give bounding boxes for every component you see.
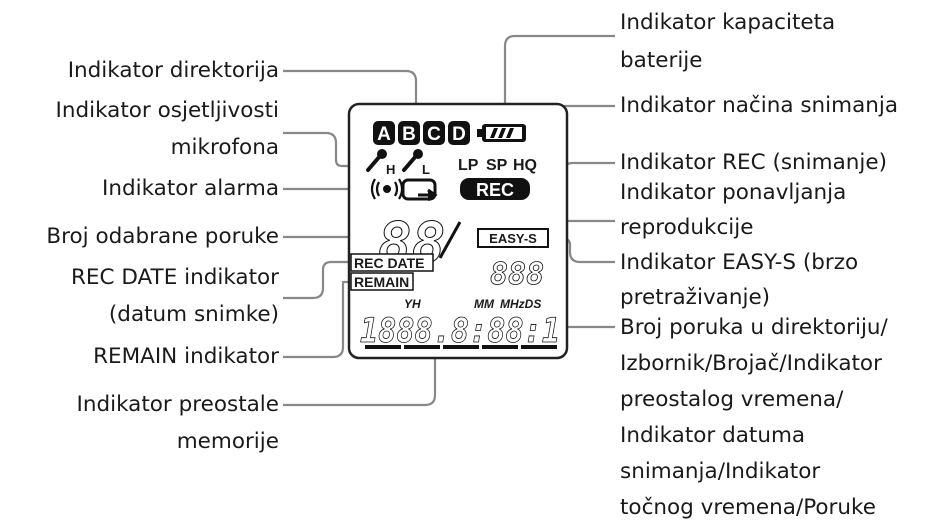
label-counter-1: Broj poruka u direktoriju/: [620, 315, 888, 340]
dir-letter-d: D: [452, 124, 466, 145]
easy-s-indicator: EASY-S: [477, 228, 549, 248]
rec-text: REC: [476, 180, 514, 200]
label-mic-2: mikrofona: [170, 135, 279, 160]
label-recording-mode: Indikator načina snimanja: [620, 93, 899, 118]
leader-dir: [283, 69, 418, 118]
lcd-hq: HQ: [513, 157, 537, 174]
dir-letter-a: A: [377, 124, 391, 145]
lcd-sp: SP: [486, 157, 508, 174]
memory-bars: [365, 345, 557, 349]
remain-text: REMAIN: [354, 274, 409, 290]
leader-recdate: [283, 260, 350, 300]
lcd-panel: A B C D H L LP SP HQ: [347, 102, 569, 360]
slash-mark: [438, 221, 462, 259]
mic-high-letter: H: [386, 162, 395, 177]
label-counter-6: točnog vremena/Poruke: [620, 495, 876, 520]
rec-date-text: REC DATE: [354, 255, 425, 271]
label-repeat-2: reprodukcije: [620, 215, 754, 240]
unit-mhzds: MHzDS: [500, 297, 541, 311]
label-remain: REMAIN indikator: [93, 344, 279, 369]
rec-indicator: REC: [460, 178, 530, 200]
label-rec-date-2: (datum snimke): [108, 302, 279, 327]
label-easy-s-2: pretraživanje): [620, 285, 771, 310]
leader-mic: [283, 131, 365, 168]
dir-letter-b: B: [402, 124, 416, 145]
label-mic-1: Indikator osjetljivosti: [55, 98, 279, 123]
mic-low-letter: L: [422, 162, 430, 177]
dir-letter-c: C: [427, 124, 441, 145]
battery-icon: [477, 124, 526, 142]
label-counter-4: Indikator datuma: [620, 423, 806, 448]
label-message-number: Broj odabrane poruke: [46, 224, 279, 249]
rec-date-indicator: REC DATE: [350, 253, 434, 272]
directory-indicator: A B C D: [373, 121, 470, 145]
alarm-icon: [370, 178, 404, 200]
label-easy-s-1: Indikator EASY-S (brzo: [620, 250, 859, 275]
label-counter-2: Izbornik/Brojač/Indikator: [620, 351, 882, 376]
label-memory-1: Indikator preostale: [76, 392, 280, 417]
label-battery-2: baterije: [620, 48, 703, 73]
label-memory-2: memorije: [176, 429, 279, 454]
lcd-frame: [347, 102, 569, 360]
label-rec-date-1: REC DATE indikator: [70, 265, 279, 290]
label-counter-5: snimanja/Indikator: [620, 459, 821, 484]
leader-bat: [503, 34, 615, 122]
lcd-lp: LP: [458, 157, 479, 174]
remain-indicator: REMAIN: [350, 272, 414, 291]
label-counter-3: preostalog vremena/: [620, 387, 844, 412]
unit-yh: YH: [404, 297, 421, 311]
leader-mem: [283, 352, 437, 407]
leader-remain: [283, 280, 350, 359]
label-battery-1: Indikator kapaciteta: [620, 10, 836, 35]
small-digits: 888: [490, 257, 544, 292]
label-alarm: Indikator alarma: [102, 176, 279, 201]
label-directory: Indikator direktorija: [67, 58, 279, 83]
repeat-icon: [401, 178, 438, 202]
counter-digits: 1888.8:88:1: [360, 311, 560, 351]
mic-sensitivity-icon: H L: [366, 149, 430, 177]
easy-s-text: EASY-S: [489, 231, 537, 246]
label-rec: Indikator REC (snimanje): [620, 150, 887, 175]
unit-mm: MM: [474, 297, 495, 311]
label-repeat-1: Indikator ponavljanja: [620, 180, 847, 205]
